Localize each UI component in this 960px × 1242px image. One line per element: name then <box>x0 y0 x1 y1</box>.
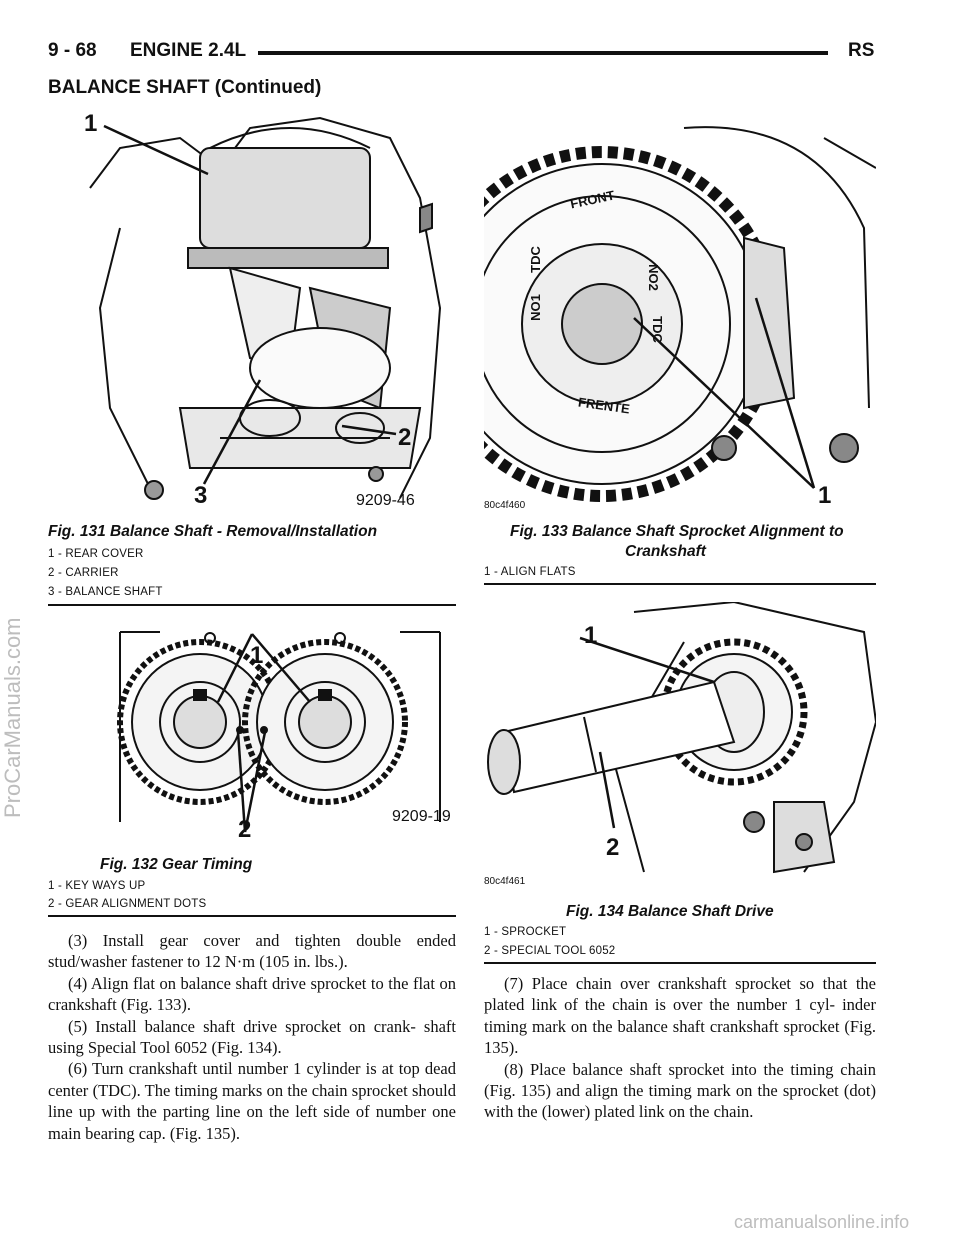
header-rule <box>258 51 828 55</box>
side-watermark: ProCarManuals.com <box>0 617 25 818</box>
fig131-code: 9209-46 <box>356 492 415 509</box>
fig132-legend-1: 1 - KEY WAYS UP <box>48 880 146 892</box>
balance-shaft-removal-drawing <box>89 116 442 500</box>
gear-text-tdc-left: TDC <box>527 246 543 273</box>
gear-text-tdc-right: TDC <box>649 316 665 343</box>
page-number: 9 - 68 <box>48 40 97 61</box>
fig131-callout-2: 2 <box>398 424 412 451</box>
fig131-legend-2: 2 - CARRIER <box>48 567 119 579</box>
gear-timing-drawing <box>117 631 441 833</box>
model-code: RS <box>848 40 875 61</box>
fig131-caption: Fig. 131 Balance Shaft - Removal/Install… <box>48 523 378 540</box>
fig134-caption: Fig. 134 Balance Shaft Drive <box>566 903 774 920</box>
fig131-legend-3: 3 - BALANCE SHAFT <box>48 586 163 598</box>
fig134-rule <box>484 962 876 964</box>
balance-shaft-drive-drawing <box>487 602 876 874</box>
fig132-caption: Fig. 132 Gear Timing <box>100 856 253 873</box>
fig132-callout-1: 1 <box>250 642 264 669</box>
fig133-rule <box>484 583 876 585</box>
fig133-code: 80c4f460 <box>484 500 526 511</box>
fig133-legend-1: 1 - ALIGN FLATS <box>484 566 576 578</box>
step-7: (7) Place chain over crankshaft sprocket… <box>484 974 876 1058</box>
fig134-legend-1: 1 - SPROCKET <box>484 926 567 938</box>
fig131-legend-1: 1 - REAR COVER <box>48 548 144 560</box>
figure-133-illustration <box>484 108 876 510</box>
step-6: (6) Turn crankshaft until number 1 cylin… <box>48 1059 456 1143</box>
fig132-callout-2: 2 <box>238 816 252 843</box>
fig132-legend-2: 2 - GEAR ALIGNMENT DOTS <box>48 898 207 910</box>
figure-134-illustration <box>484 602 876 884</box>
chapter-title: ENGINE 2.4L <box>130 40 247 61</box>
gear-text-no1: NO1 <box>527 294 543 321</box>
section-title: BALANCE SHAFT (Continued) <box>48 77 322 98</box>
sprocket-alignment-drawing <box>484 126 876 502</box>
fig133-caption-line-2: Crankshaft <box>625 543 706 560</box>
step-3: (3) Install gear cover and tighten doubl… <box>48 931 456 972</box>
step-4: (4) Align flat on balance shaft drive sp… <box>48 973 456 1015</box>
figure-132-illustration <box>100 622 456 840</box>
fig134-callout-1: 1 <box>584 622 598 649</box>
step-5: (5) Install balance shaft drive sprocket… <box>48 1016 456 1058</box>
bottom-watermark: carmanualsonline.info <box>734 1212 910 1232</box>
step-8: (8) Place balance shaft sprocket into th… <box>484 1059 876 1122</box>
fig134-code: 80c4f461 <box>484 876 526 887</box>
fig131-callout-1: 1 <box>84 110 98 137</box>
gear-text-no2: NO2 <box>645 264 661 291</box>
fig131-rule <box>48 604 456 606</box>
fig134-legend-2: 2 - SPECIAL TOOL 6052 <box>484 945 616 957</box>
left-column-text: (3) Install gear cover and tighten doubl… <box>48 930 456 1144</box>
fig131-callout-3: 3 <box>194 482 208 509</box>
fig134-callout-2: 2 <box>606 834 620 861</box>
fig133-caption-line-1: Fig. 133 Balance Shaft Sprocket Alignmen… <box>510 523 844 540</box>
figure-131-illustration <box>60 108 460 510</box>
fig132-code: 9209-19 <box>392 808 451 825</box>
fig133-callout-1: 1 <box>818 482 832 509</box>
right-column-text: (7) Place chain over crankshaft sprocket… <box>484 973 876 1123</box>
fig132-rule <box>48 915 456 917</box>
